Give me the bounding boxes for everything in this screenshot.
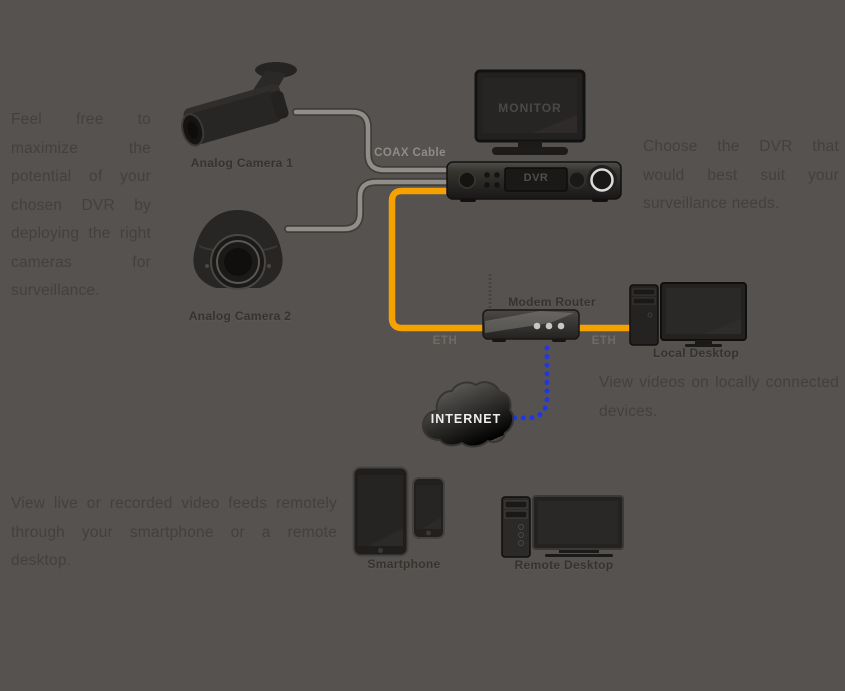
eth-right-label: ETH (591, 335, 617, 347)
dvr-icon (446, 161, 622, 202)
remote-monitor-icon (532, 495, 624, 557)
remote-tower-icon (501, 496, 531, 558)
internet-label: INTERNET (430, 412, 502, 426)
coax-cable-1 (292, 108, 454, 174)
camera2-label: Analog Camera 2 (188, 309, 292, 323)
bullet-camera-icon (181, 62, 297, 147)
intro-paragraph: Feel free to maximize the potential of y… (11, 111, 151, 299)
dome-camera-icon (193, 210, 283, 290)
local-note-paragraph: View videos on locally connected devices… (599, 374, 839, 420)
local-desktop-label: Local Desktop (653, 346, 739, 360)
local-desktop-icon (629, 282, 747, 347)
router-label: Modem Router (508, 295, 596, 309)
monitor-screen-text: MONITOR (498, 101, 562, 115)
internet-dotted-line (507, 345, 550, 421)
internet-cloud-icon (421, 381, 515, 448)
tablet-icon (352, 466, 409, 557)
coax-cable-label: COAX Cable (374, 147, 446, 159)
remote-note-paragraph: View live or recorded video feeds remote… (11, 495, 337, 569)
dvr-note-paragraph: Choose the DVR that would best suit your… (643, 138, 839, 212)
phone-icon (412, 477, 445, 539)
dvr-display-text: DVR (523, 172, 549, 184)
eth-left-label: ETH (432, 335, 458, 347)
coax-cable-2 (284, 178, 454, 233)
camera1-label: Analog Camera 1 (190, 156, 294, 170)
router-icon (482, 274, 580, 342)
smartphone-label: Smartphone (367, 557, 441, 571)
monitor-icon (474, 69, 586, 155)
remote-desktop-label: Remote Desktop (514, 558, 614, 572)
eth-cable-dvr-to-router (388, 187, 487, 332)
